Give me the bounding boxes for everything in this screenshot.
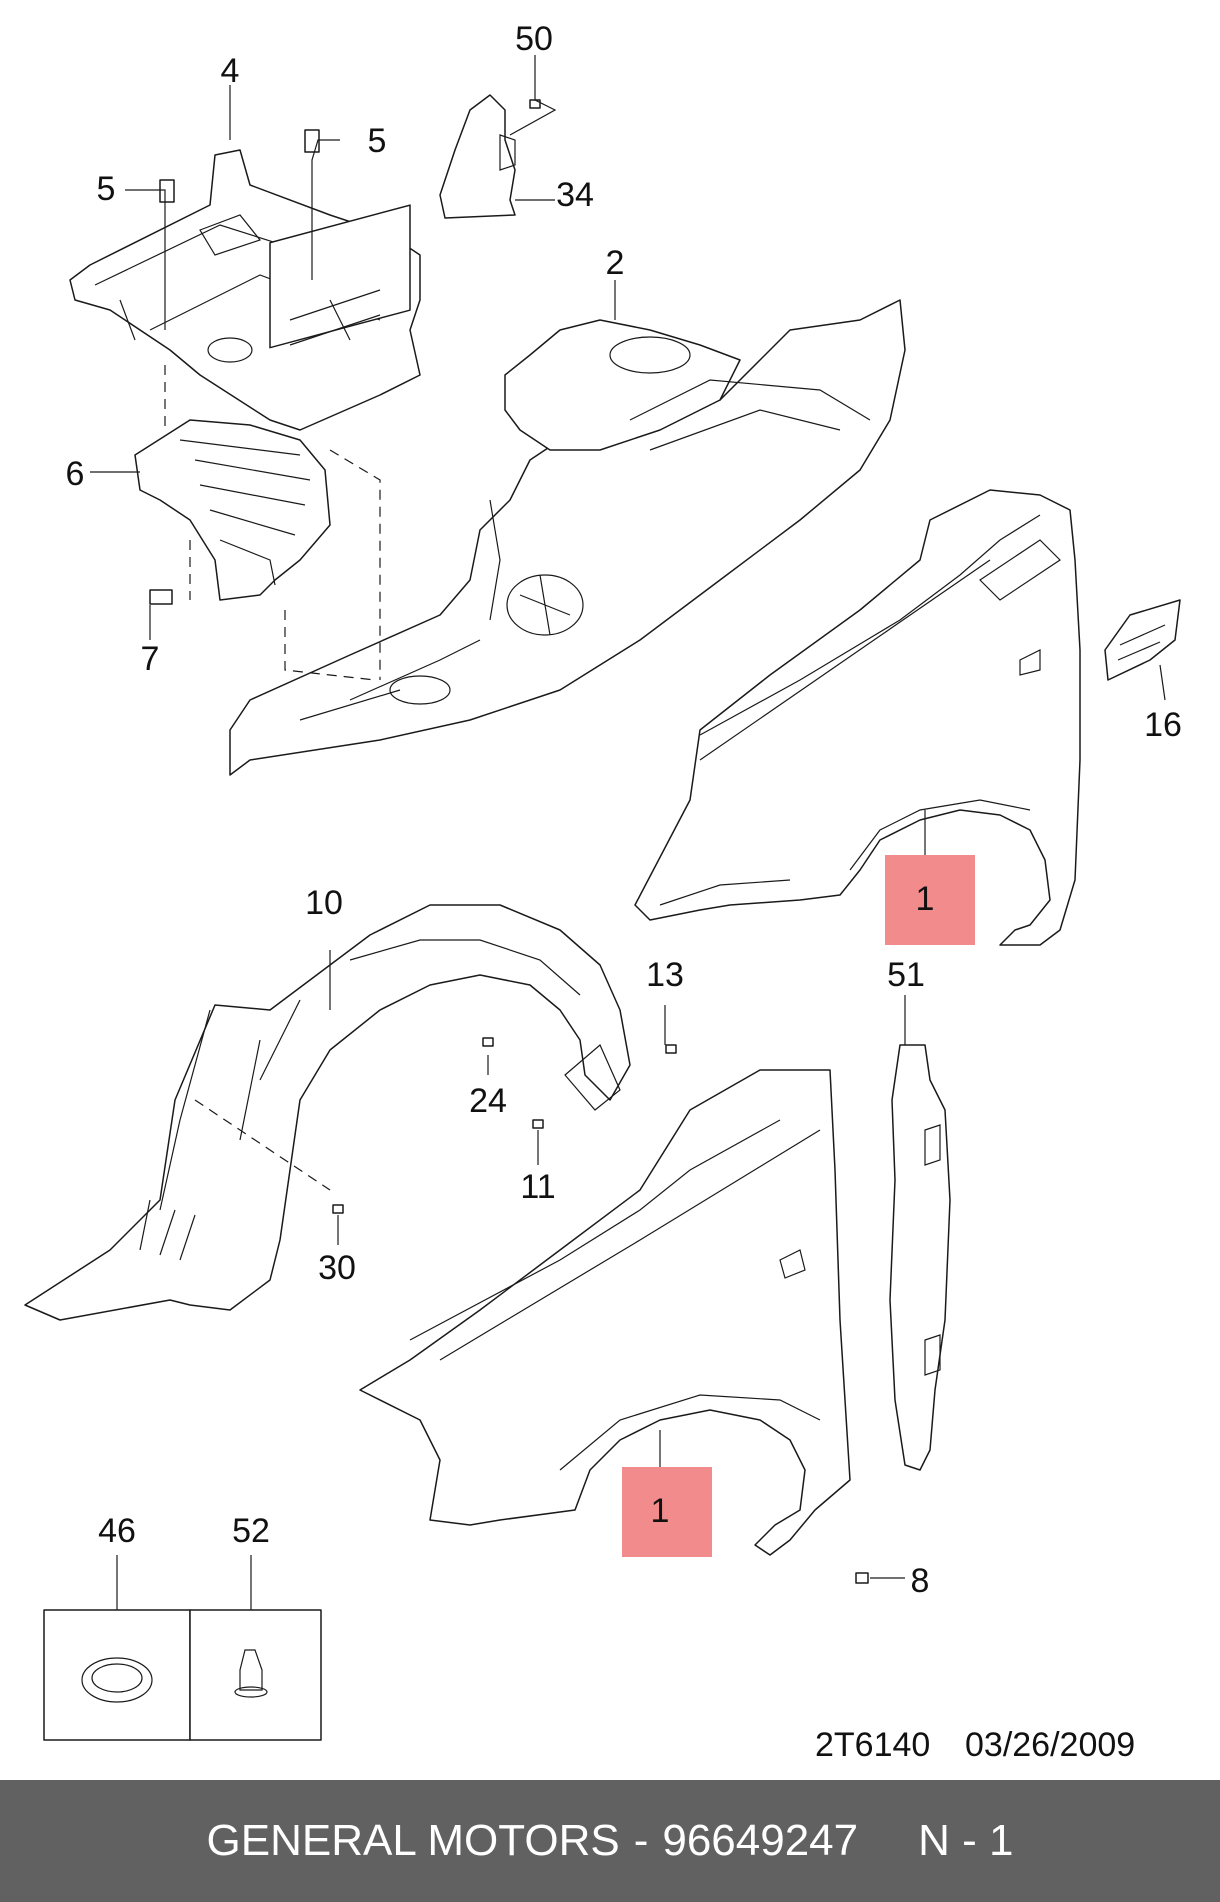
highlight-box-lower <box>622 1467 712 1557</box>
callout-24: 24 <box>469 1082 507 1120</box>
callout-11: 11 <box>520 1168 555 1206</box>
footer-separator: - <box>633 1816 649 1865</box>
callout-2: 2 <box>606 244 625 282</box>
footer-bar: GENERAL MOTORS - 96649247 N - 1 <box>0 1780 1220 1902</box>
callout-1-upper: 1 <box>916 880 935 918</box>
parts-diagram: 50 4 5 5 34 2 6 7 16 1 10 13 51 24 11 30… <box>24 20 1182 1764</box>
callout-13: 13 <box>646 956 684 994</box>
part-10-liner <box>24 904 631 1321</box>
part-51-strip <box>889 1044 951 1471</box>
fasteners <box>149 99 869 1584</box>
part-16-emblem <box>1104 599 1181 681</box>
callout-52: 52 <box>232 1512 270 1550</box>
callout-50: 50 <box>515 20 553 58</box>
leader-lines <box>90 55 1166 1610</box>
part-2-apron <box>229 299 906 776</box>
callout-6: 6 <box>66 455 85 493</box>
callout-10: 10 <box>305 884 343 922</box>
footer-position: N - 1 <box>918 1816 1014 1865</box>
callout-5-left: 5 <box>97 170 116 208</box>
callout-34: 34 <box>556 176 594 214</box>
callout-4: 4 <box>221 52 240 90</box>
callout-1-lower: 1 <box>651 1492 670 1530</box>
part-1-fender-lower <box>359 1069 851 1556</box>
callout-5-right: 5 <box>368 122 387 160</box>
drawing-id: 2T6140 <box>815 1726 930 1764</box>
callout-30: 30 <box>318 1249 356 1287</box>
callout-46: 46 <box>98 1512 136 1550</box>
part-34-bracket <box>439 94 516 219</box>
callout-16: 16 <box>1144 706 1182 744</box>
footer-part-number: 96649247 <box>662 1816 859 1865</box>
part-1-fender-upper <box>634 489 1081 946</box>
callout-51: 51 <box>887 956 925 994</box>
part-6-bracket <box>134 419 331 601</box>
highlight-box-upper <box>885 855 975 945</box>
callout-8: 8 <box>911 1562 930 1600</box>
legend-boxes <box>43 1609 322 1741</box>
callout-7: 7 <box>141 640 160 678</box>
footer-brand: GENERAL MOTORS <box>206 1816 620 1865</box>
drawing-date: 03/26/2009 <box>965 1726 1135 1764</box>
part-4-bracket <box>69 149 421 431</box>
